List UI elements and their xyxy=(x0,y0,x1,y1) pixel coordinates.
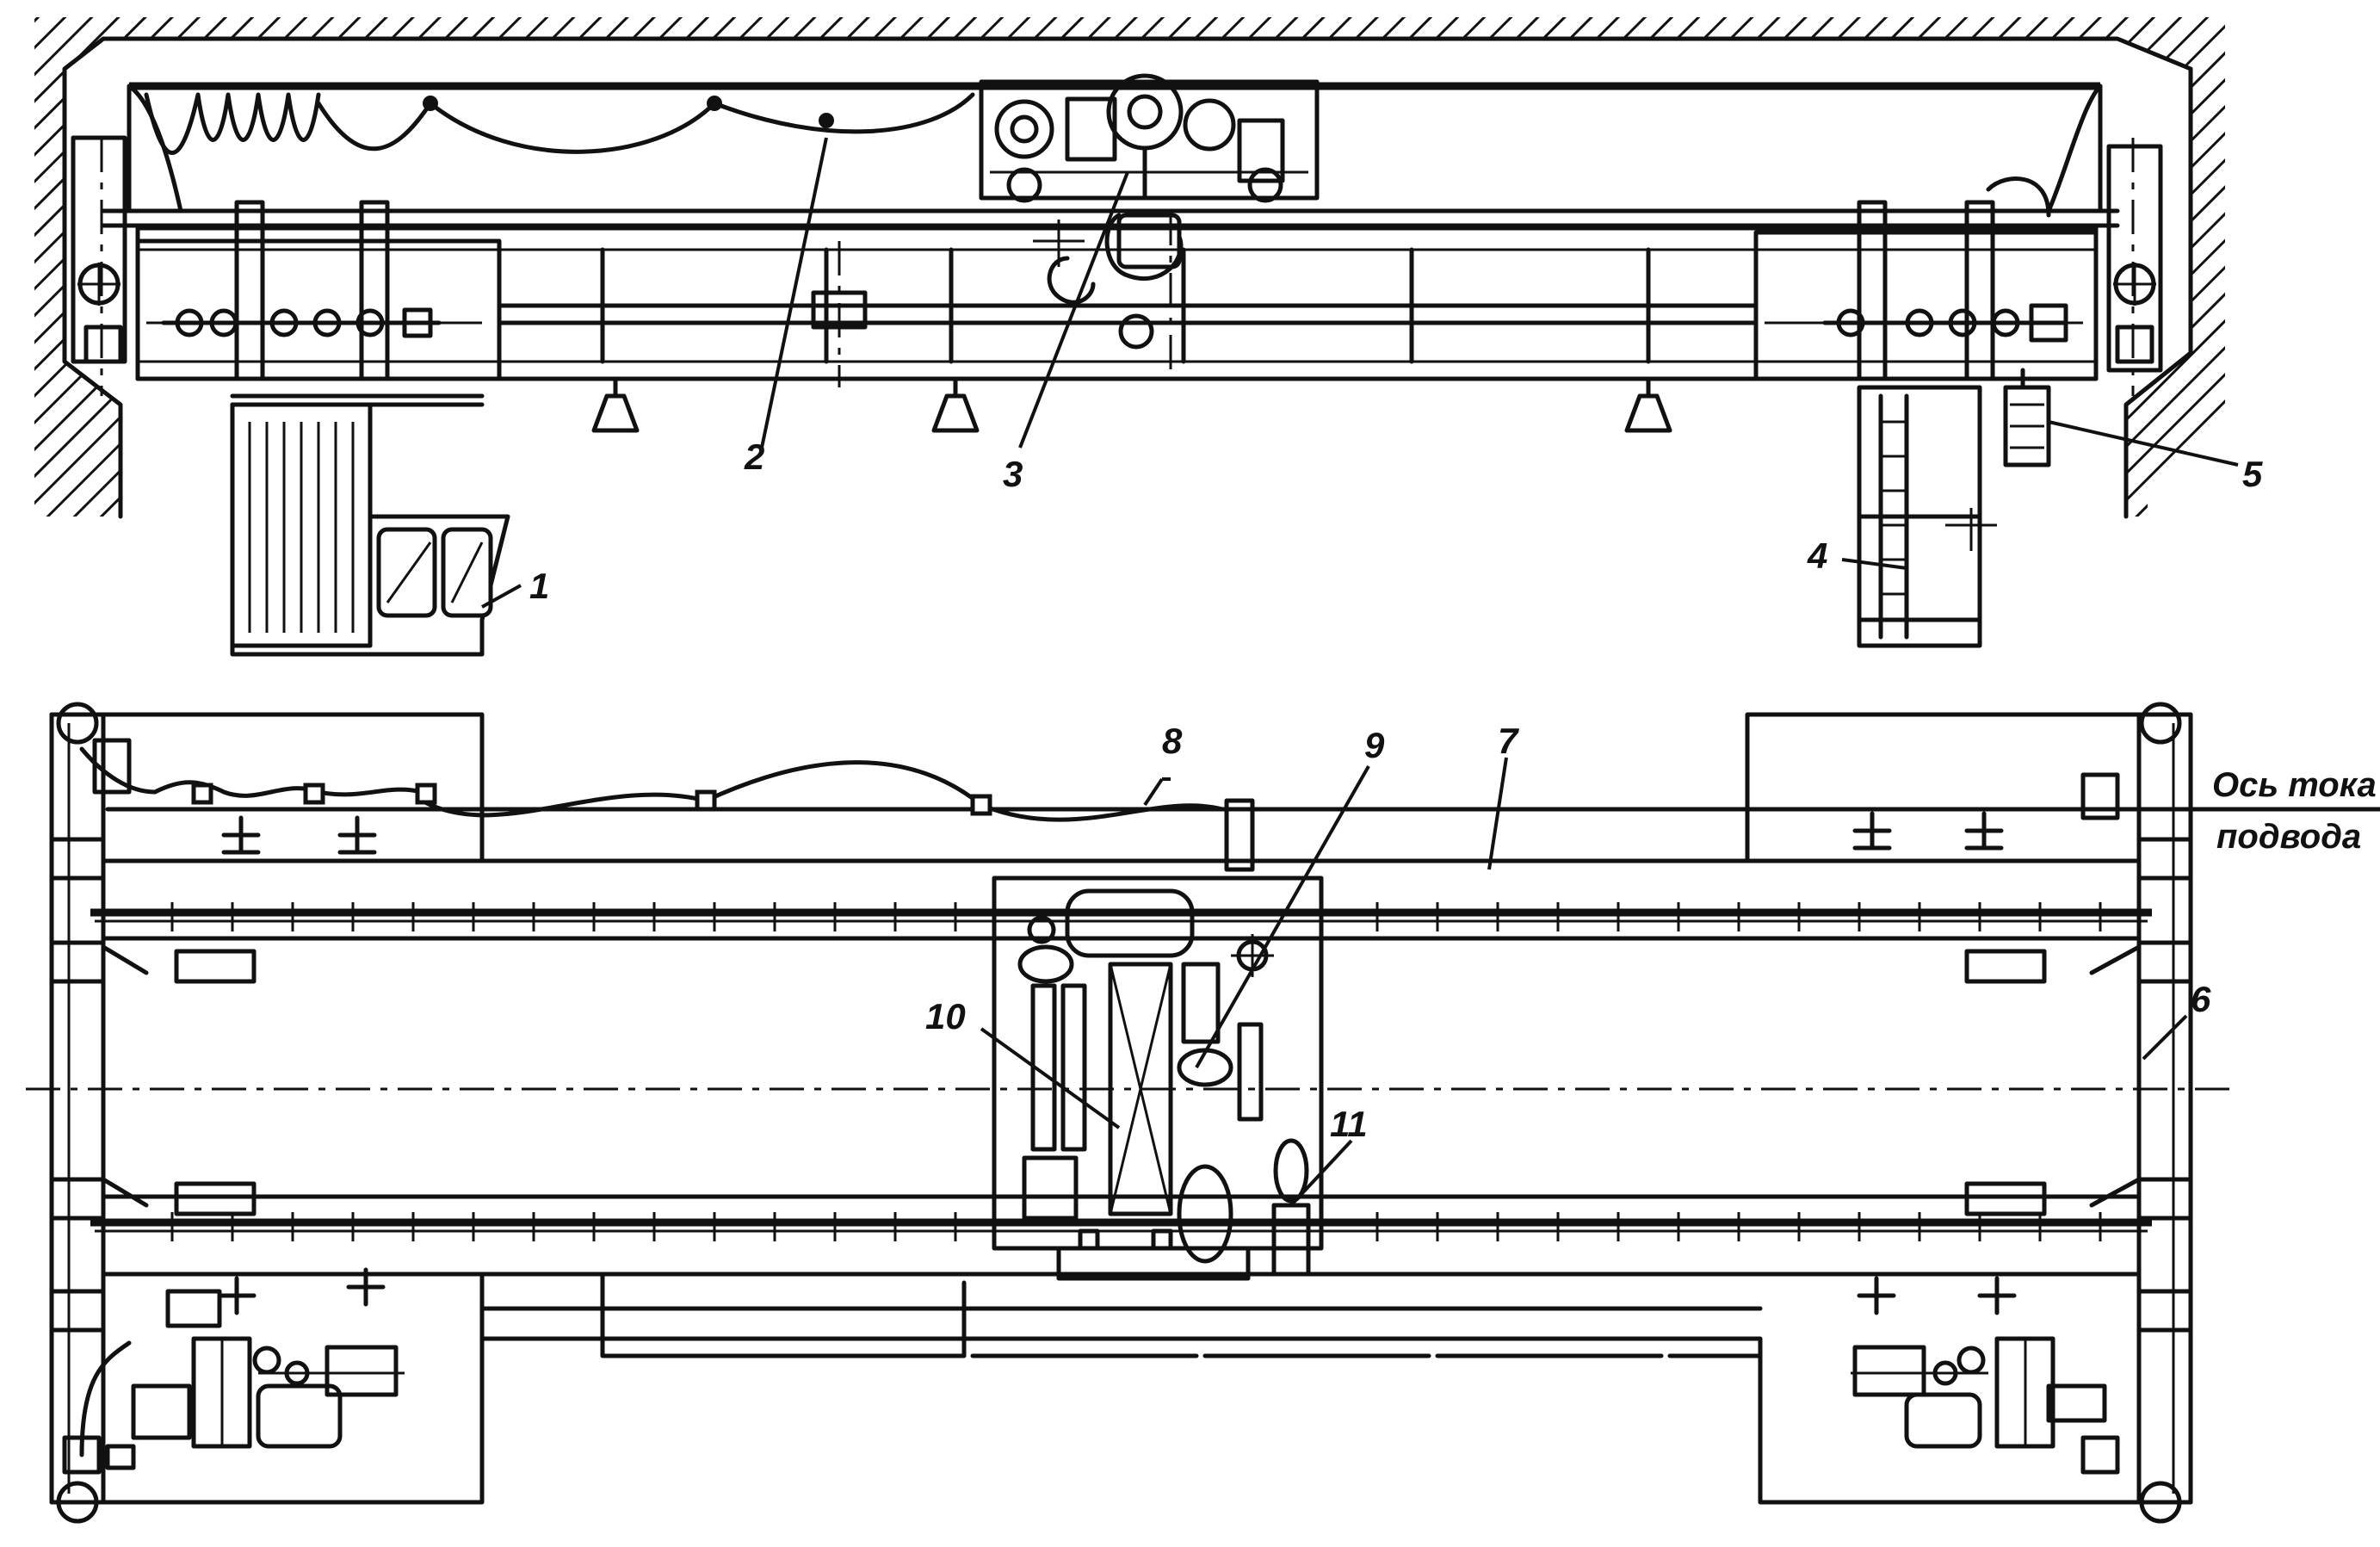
rail-ties xyxy=(170,902,2102,1241)
corner-plates xyxy=(49,837,2193,1333)
callout-4: 4 xyxy=(1807,535,1827,576)
ceiling-lamps xyxy=(591,376,1672,433)
girder-end-trucks xyxy=(174,949,2047,1216)
callout-6: 6 xyxy=(2191,979,2211,1019)
plan-axis-lines xyxy=(26,807,2380,1091)
callout-11: 11 xyxy=(1330,1104,1368,1144)
support-symbols xyxy=(217,811,2017,1315)
building-wall-hatch xyxy=(34,17,2225,519)
main-girders-plan xyxy=(90,858,2152,1358)
left-drive-shaft xyxy=(161,307,442,338)
left-end-carriage xyxy=(71,84,502,407)
plan-view: 8 9 7 10 11 6 Ось тока подвода xyxy=(26,702,2380,1524)
operator-cabin xyxy=(230,402,510,657)
left-drive-unit-plan xyxy=(62,1289,405,1475)
current-collector xyxy=(2003,368,2051,467)
callout-3: 3 xyxy=(1003,454,1023,494)
right-junction-box xyxy=(2080,772,2120,820)
festoon-cable xyxy=(144,92,975,155)
right-end-carriage xyxy=(1753,84,2163,396)
callout-1: 1 xyxy=(529,566,549,606)
callout-10: 10 xyxy=(925,996,966,1036)
festoon-cable-plan xyxy=(79,738,1255,872)
end-beams xyxy=(49,712,2193,1505)
corner-wheels xyxy=(56,702,2182,1524)
elevation-leaders xyxy=(481,137,2239,609)
callout-7: 7 xyxy=(1498,721,1519,761)
plan-leaders xyxy=(980,757,2188,1207)
trolley-plan xyxy=(992,876,1324,1281)
callout-8: 8 xyxy=(1162,721,1183,761)
right-drive-unit-plan xyxy=(1851,1336,2120,1475)
access-ladder xyxy=(1857,385,1997,648)
callout-9: 9 xyxy=(1364,725,1385,765)
current-supply-axis-label-line1: Ось тока xyxy=(2212,766,2377,804)
callout-5: 5 xyxy=(2242,454,2263,494)
trolley-elevation xyxy=(979,73,1320,379)
current-supply-axis-label-line2: подвода xyxy=(2216,818,2361,856)
callout-2: 2 xyxy=(744,436,764,477)
elevation-view: 1 2 3 4 5 xyxy=(34,17,2263,657)
